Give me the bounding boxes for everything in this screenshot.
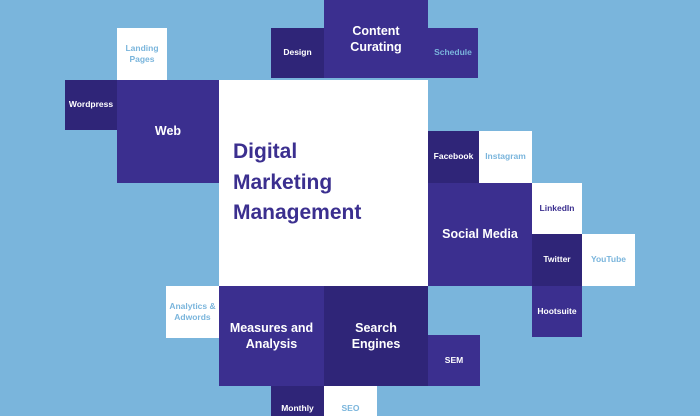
sem-tile: SEM bbox=[428, 335, 480, 386]
analytics-adwords-tile: Analytics & Adwords bbox=[166, 286, 219, 338]
central-title: Digital Marketing Management bbox=[233, 140, 362, 225]
monthly-tile: Monthly bbox=[271, 386, 324, 416]
measures-analysis-tile: Measures and Analysis bbox=[219, 286, 324, 386]
linkedin-tile: LinkedIn bbox=[532, 183, 582, 234]
design-tile: Design bbox=[271, 28, 324, 78]
schedule-tile: Schedule bbox=[428, 28, 478, 78]
seo-tile: SEO bbox=[324, 386, 377, 416]
web-tile: Web bbox=[117, 80, 219, 183]
content-curating-tile: Content Curating bbox=[324, 0, 428, 78]
instagram-tile: Instagram bbox=[479, 131, 532, 183]
landing-pages-tile: Landing Pages bbox=[117, 28, 167, 80]
youtube-tile: YouTube bbox=[582, 234, 635, 286]
search-engines-tile: Search Engines bbox=[324, 286, 428, 386]
social-media-tile: Social Media bbox=[428, 183, 532, 286]
twitter-tile: Twitter bbox=[532, 234, 582, 286]
central-topic-box: Digital Marketing Management bbox=[219, 80, 428, 286]
facebook-tile: Facebook bbox=[428, 131, 479, 183]
wordpress-tile: Wordpress bbox=[65, 80, 117, 130]
hootsuite-tile: Hootsuite bbox=[532, 286, 582, 337]
